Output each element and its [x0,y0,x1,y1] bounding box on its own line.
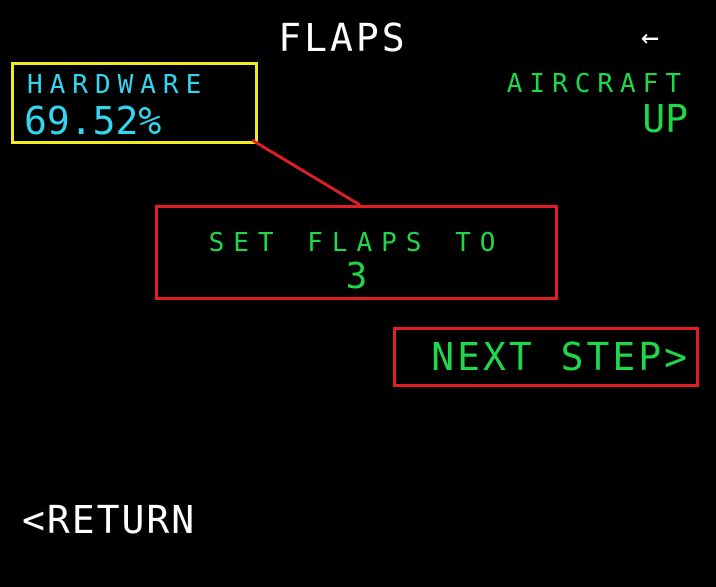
instruction-value: 3 [345,256,368,297]
hardware-panel: HARDWARE 69.52% [11,62,258,144]
aircraft-value: UP [642,97,688,141]
aircraft-label: AIRCRAFT [506,69,688,99]
back-arrow-icon[interactable]: ← [640,20,660,55]
hardware-label: HARDWARE [27,70,209,100]
page-title: FLAPS [278,16,408,60]
instruction-label: SET FLAPS TO [208,228,505,258]
return-button[interactable]: <RETURN [22,498,197,542]
instruction-panel: SET FLAPS TO 3 [155,205,558,300]
next-step-label: NEXT STEP> [431,335,690,379]
next-step-button[interactable]: NEXT STEP> [393,327,699,387]
hardware-value: 69.52% [24,99,162,143]
